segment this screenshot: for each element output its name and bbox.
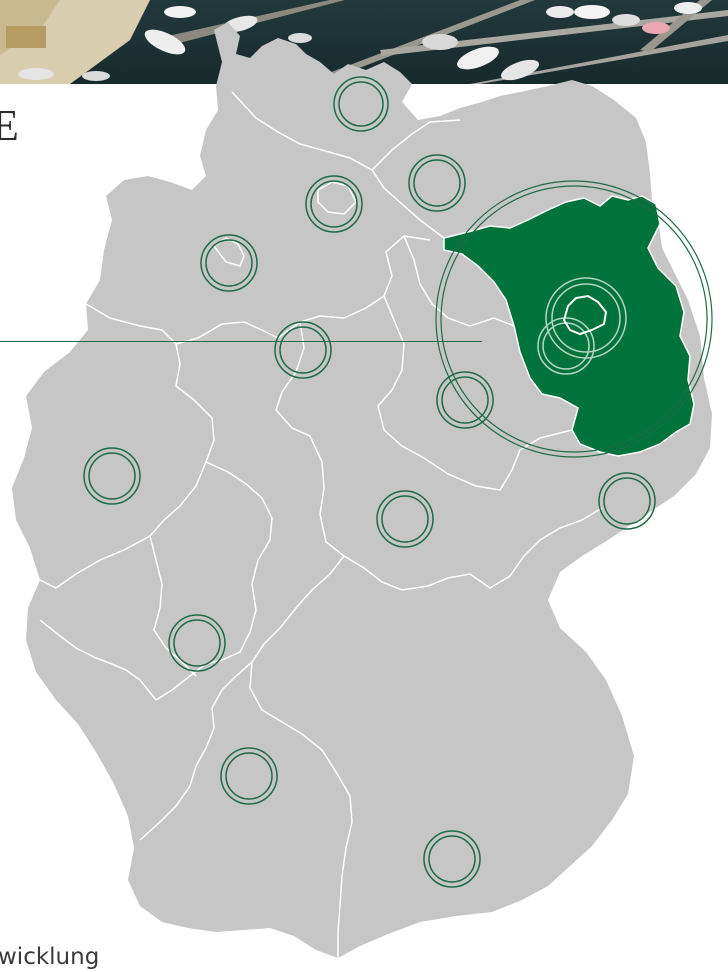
connector-line — [0, 341, 482, 342]
state-marker-ring-icon[interactable] — [376, 490, 434, 548]
state-marker-ring-icon[interactable] — [333, 76, 389, 132]
state-marker-ring-icon[interactable] — [408, 154, 466, 212]
caption-fragment: wicklung — [0, 944, 100, 970]
berlin-ring-icon — [537, 277, 627, 375]
state-borders — [39, 91, 603, 958]
state-marker-ring-icon[interactable] — [436, 371, 494, 429]
highlight-ring-icon — [435, 180, 713, 458]
header-photo-marina — [0, 0, 728, 84]
state-marker-ring-icon[interactable] — [305, 175, 363, 233]
state-marker-ring-icon[interactable] — [423, 830, 481, 888]
marina-photo — [0, 0, 728, 84]
state-marker-ring-icon[interactable] — [83, 447, 141, 505]
state-marker-ring-icon[interactable] — [200, 234, 258, 292]
state-marker-ring-icon[interactable] — [220, 747, 278, 805]
state-berlin[interactable] — [562, 294, 608, 336]
state-marker-ring-icon[interactable] — [168, 614, 226, 672]
state-marker-ring-icon[interactable] — [274, 321, 332, 379]
page-title-fragment: E — [0, 101, 20, 150]
state-marker-ring-icon[interactable] — [598, 472, 656, 530]
